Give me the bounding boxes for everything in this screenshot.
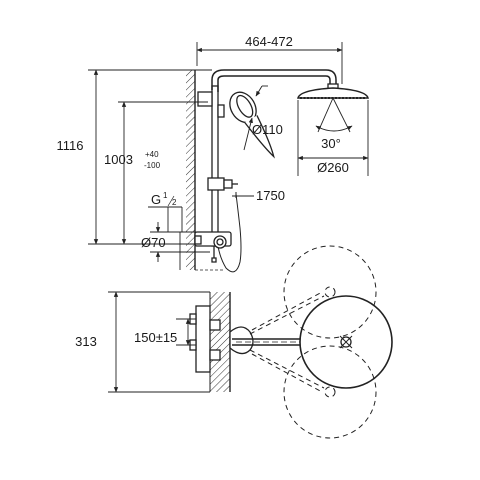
label-arm-reach: 464-472 [245, 34, 293, 49]
slider-knob [223, 179, 233, 189]
dim-total-height [88, 69, 212, 245]
dim-arm-reach [196, 42, 343, 84]
mixer-left-connection [194, 235, 202, 245]
label-hose-length: 1750 [256, 188, 285, 203]
dim-thread [148, 206, 183, 232]
label-height-tol-minus: -100 [144, 161, 161, 170]
label-height-nominal: 1003 [104, 152, 133, 167]
shower-head [297, 87, 369, 99]
dim-head-dia [297, 100, 369, 176]
shower-arm [211, 69, 337, 90]
plan-wall-section [210, 292, 230, 392]
dim-centres [176, 318, 196, 346]
label-thread-num: 1 [163, 191, 168, 200]
plan-rotation-ghosts [249, 245, 377, 439]
plan-mixer [195, 305, 211, 373]
plan-view [189, 245, 393, 439]
dim-spray-angle [315, 97, 353, 133]
label-centres: 150±15 [134, 330, 177, 345]
riser-rail [211, 85, 219, 247]
front-elevation [186, 69, 369, 273]
hose [217, 193, 242, 273]
hand-shower [229, 91, 275, 159]
label-thread: G [151, 192, 161, 207]
label-projection: 313 [75, 334, 97, 349]
label-head-angle: 30° [321, 136, 341, 151]
label-handshower-dia: Ø110 [252, 122, 283, 137]
upper-bracket [197, 91, 213, 107]
dim-handshower-dia [243, 85, 268, 151]
label-head-dia: Ø260 [317, 160, 349, 175]
dim-mixer-dia [150, 222, 210, 270]
label-height-tol-plus: +40 [145, 150, 159, 159]
slider [207, 177, 225, 191]
label-total-height: 1116 [57, 138, 84, 153]
label-thread-den: 2 [172, 198, 177, 207]
bracket-nut [217, 104, 225, 118]
label-mixer-dia: Ø70 [141, 235, 166, 250]
dim-handshower-height [118, 101, 208, 245]
plan-arm-bracket [229, 326, 254, 355]
dim-projection [108, 291, 210, 393]
wall-section [186, 70, 195, 270]
